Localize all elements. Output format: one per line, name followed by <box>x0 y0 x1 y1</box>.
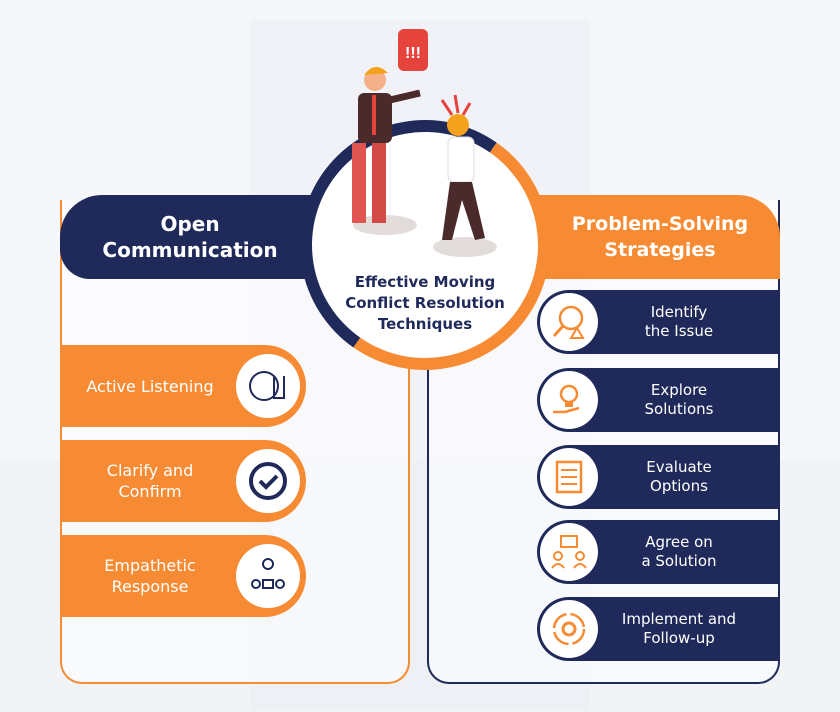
listening-ear-icon <box>236 354 300 418</box>
item-label: Implement and <box>621 610 737 628</box>
item-label: Solutions <box>644 400 714 418</box>
item-label: Options <box>650 477 708 495</box>
item-label: Agree on <box>645 533 713 551</box>
checkmark-circle-icon <box>236 449 300 513</box>
item-label: the Issue <box>644 322 714 340</box>
header-line: Problem-Solving <box>571 213 749 235</box>
item-label: Active Listening <box>86 376 214 396</box>
item-label: Empathetic <box>104 556 196 575</box>
arguing-people-illustration: !!! <box>352 29 497 257</box>
checklist-icon <box>540 448 598 506</box>
item-label: Follow-up <box>643 629 715 647</box>
gear-cycle-icon <box>540 600 598 658</box>
item-active-listening[interactable]: Active Listening <box>60 345 306 427</box>
speech-bubble-icon <box>398 29 428 71</box>
agreement-icon <box>540 523 598 581</box>
speech-bubble-text: !!! <box>405 45 421 62</box>
center-title-line: Techniques <box>377 315 473 333</box>
center-title-line: Effective Moving <box>354 273 496 291</box>
header-line: Communication <box>102 238 278 262</box>
item-label: Confirm <box>118 482 182 501</box>
center-title-line: Conflict Resolution <box>345 294 505 312</box>
item-label: Evaluate <box>646 458 712 476</box>
item-label: Clarify and <box>106 461 194 480</box>
header-line: Strategies <box>604 239 716 261</box>
item-label: Response <box>111 577 189 596</box>
team-idea-icon <box>236 544 300 608</box>
magnifier-warning-icon <box>540 293 598 351</box>
item-label: Identify <box>650 303 708 321</box>
item-label: a Solution <box>641 552 717 570</box>
center-title: Effective Moving Conflict Resolution Tec… <box>320 272 530 335</box>
header-line: Open <box>160 212 220 236</box>
lightbulb-hand-icon <box>540 371 598 429</box>
item-label: Explore <box>650 381 708 399</box>
